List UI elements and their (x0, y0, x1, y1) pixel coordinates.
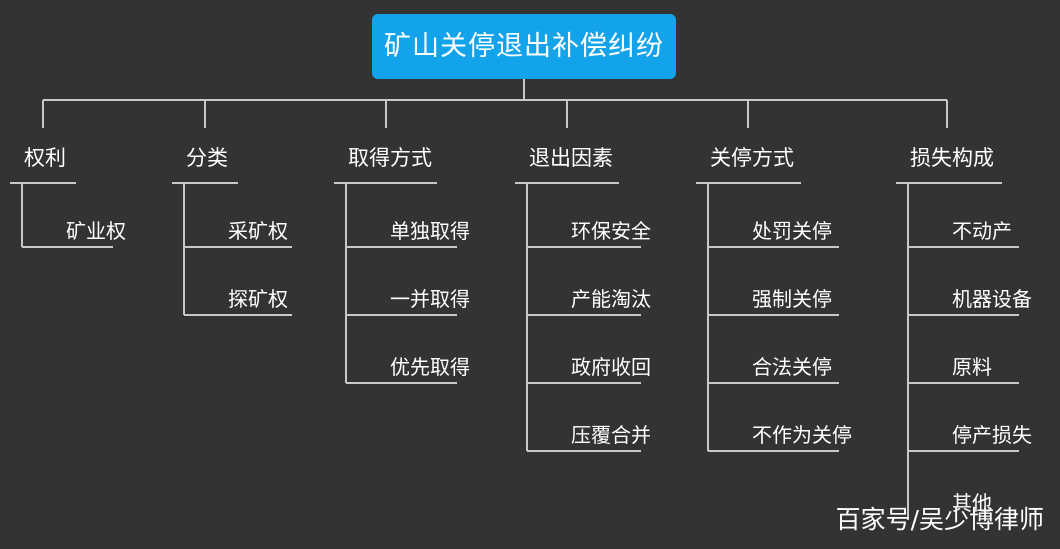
leaf-label: 采矿权 (228, 219, 288, 243)
watermark: 百家号/吴少博律师 (835, 505, 1044, 534)
root-node: 矿山关停退出补偿纠纷 (372, 14, 676, 79)
leaf-label: 一并取得 (390, 287, 470, 311)
category-label: 退出因素 (529, 146, 613, 170)
leaf-label: 探矿权 (228, 287, 288, 311)
category-label: 关停方式 (710, 146, 794, 170)
leaf-label: 停产损失 (952, 423, 1032, 447)
leaf-label: 不动产 (952, 219, 1012, 243)
leaf-label: 单独取得 (390, 219, 470, 243)
leaf-label: 机器设备 (952, 287, 1032, 311)
leaf-label: 强制关停 (752, 287, 832, 311)
leaf-label: 政府收回 (571, 355, 651, 379)
leaf-label: 产能淘汰 (571, 287, 651, 311)
leaf-label: 原料 (952, 355, 992, 379)
leaf-label: 不作为关停 (752, 423, 852, 447)
leaf-label: 合法关停 (752, 355, 832, 379)
category-label: 分类 (186, 146, 228, 170)
category-label: 损失构成 (910, 146, 994, 170)
category-label: 取得方式 (348, 146, 432, 170)
leaf-label: 其他 (952, 491, 992, 515)
leaf-label: 优先取得 (390, 355, 470, 379)
leaf-label: 处罚关停 (752, 219, 832, 243)
leaf-label: 环保安全 (571, 219, 651, 243)
category-label: 权利 (24, 146, 66, 170)
leaf-label: 矿业权 (66, 219, 126, 243)
leaf-label: 压覆合并 (571, 423, 651, 447)
